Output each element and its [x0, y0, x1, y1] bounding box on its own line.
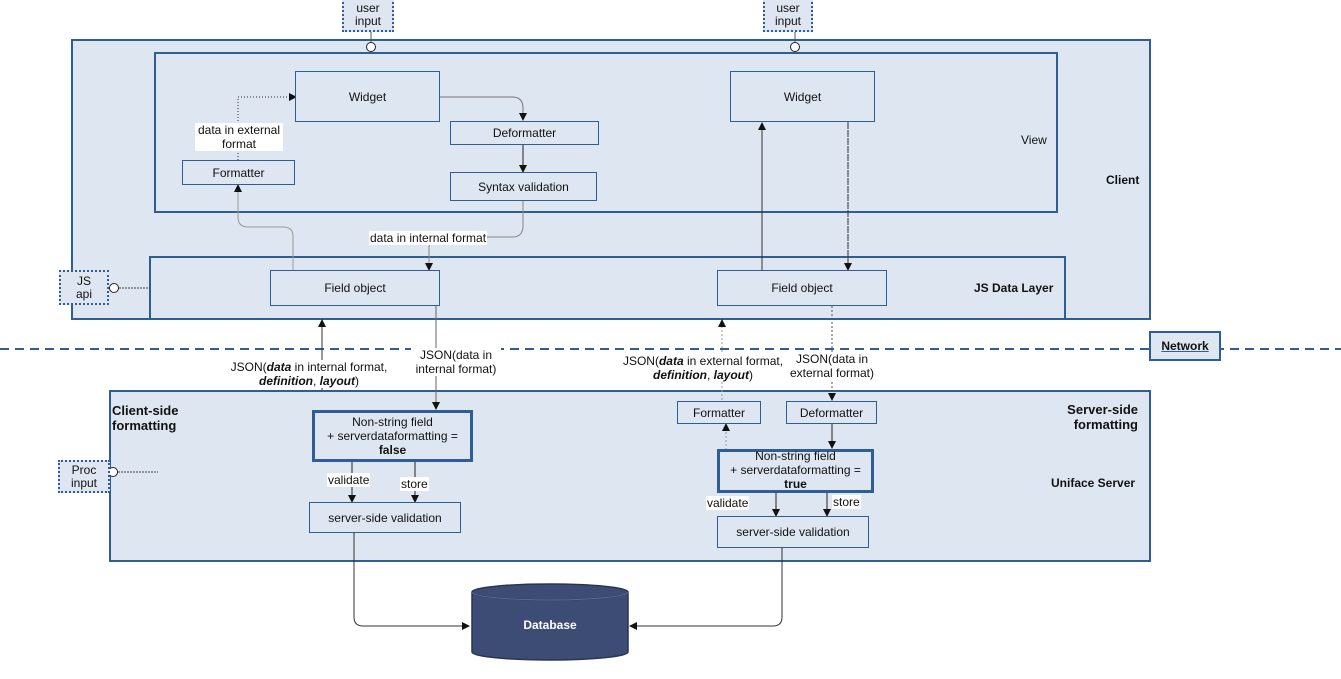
left-field-object-label: Field object [324, 281, 386, 295]
proc-input-box[interactable]: Proc input [58, 460, 110, 493]
left-json-down-label: JSON(data in internal format) [411, 348, 501, 376]
client-label: Client [1106, 173, 1140, 187]
right-json-up-label: JSON(data in external format, definition… [620, 354, 786, 382]
right-formatter-label: Formatter [692, 405, 745, 420]
right-nonstring-field-box[interactable]: Non-string field + serverdataformatting … [717, 449, 874, 493]
left-formatter-box[interactable]: Formatter [182, 160, 295, 185]
server-region [109, 390, 1151, 562]
js-api-label: JS api [75, 273, 92, 301]
right-store-label: store [832, 495, 861, 509]
right-nonstring-line1: Non-string field [755, 449, 836, 463]
right-server-validation-label: server-side validation [736, 525, 850, 539]
client-side-formatting-label: Client-side formatting [112, 403, 179, 433]
network-box: Network [1149, 331, 1221, 361]
left-nonstring-line1: Non-string field [352, 415, 433, 429]
left-server-validation-label: server-side validation [328, 510, 442, 525]
left-syntax-validation-box[interactable]: Syntax validation [450, 172, 597, 201]
right-field-object-label: Field object [771, 281, 833, 295]
left-widget-box[interactable]: Widget [295, 71, 440, 122]
left-internal-format-note: data in internal format [369, 231, 488, 245]
left-deformatter-box[interactable]: Deformatter [450, 121, 599, 145]
right-field-object-box[interactable]: Field object [717, 270, 887, 306]
network-label: Network [1161, 339, 1209, 353]
user-input-box-left[interactable]: user input [342, 0, 394, 32]
left-field-object-box[interactable]: Field object [270, 270, 440, 306]
left-store-label: store [400, 477, 429, 491]
left-deformatter-label: Deformatter [492, 126, 557, 140]
left-server-validation-box[interactable]: server-side validation [309, 502, 461, 533]
right-server-validation-box[interactable]: server-side validation [717, 516, 869, 548]
left-syntax-validation-label: Syntax validation [478, 179, 569, 194]
server-side-formatting-label: Server-side formatting [1067, 402, 1138, 432]
js-api-box[interactable]: JS api [59, 270, 109, 305]
left-json-up-label: JSON(data in internal format, definition… [228, 360, 390, 388]
left-nonstring-field-box[interactable]: Non-string field + serverdataformatting … [312, 410, 473, 462]
left-validate-label: validate [327, 473, 371, 487]
right-widget-box[interactable]: Widget [730, 71, 875, 122]
left-nonstring-value: false [378, 443, 407, 457]
left-formatter-label: Formatter [212, 165, 265, 180]
right-nonstring-value: true [784, 477, 807, 491]
uniface-server-label: Uniface Server [1051, 476, 1136, 490]
database-label: Database [523, 618, 577, 632]
right-formatter-box[interactable]: Formatter [677, 401, 761, 424]
left-nonstring-line2: + serverdataformatting = [327, 429, 458, 443]
right-deformatter-box[interactable]: Deformatter [786, 401, 877, 424]
js-data-layer-label: JS Data Layer [974, 281, 1054, 295]
left-widget-label: Widget [348, 89, 387, 104]
right-json-down-label: JSON(data in external format) [788, 352, 876, 380]
right-nonstring-line2: + serverdataformatting = [730, 463, 861, 477]
database-cylinder [471, 583, 629, 661]
user-input-box-right[interactable]: user input [763, 0, 813, 32]
right-validate-label: validate [706, 496, 750, 510]
left-external-format-note: data in external format [195, 123, 283, 151]
right-widget-label: Widget [783, 89, 822, 104]
view-label: View [1021, 133, 1047, 147]
proc-input-label: Proc input [70, 462, 98, 490]
user-input-label-right: user input [774, 0, 802, 28]
right-deformatter-label: Deformatter [799, 405, 864, 420]
user-input-label-left: user input [354, 0, 382, 28]
